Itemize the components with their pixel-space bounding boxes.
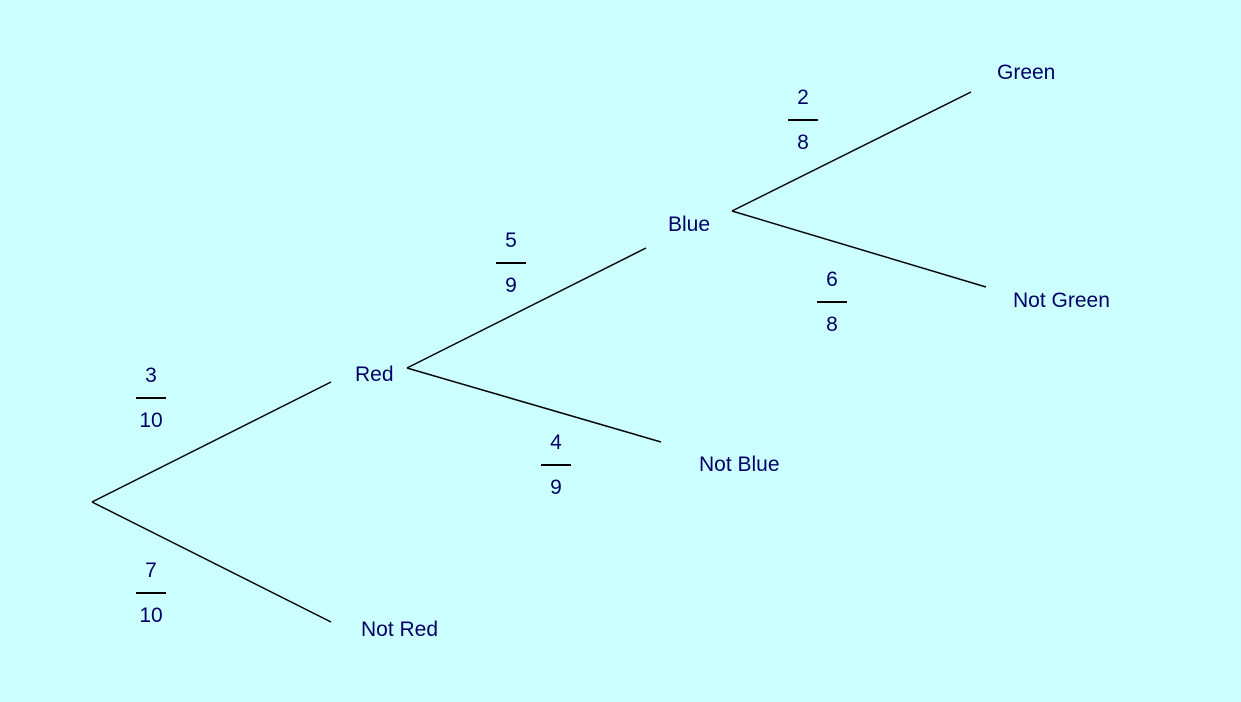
fraction-bar	[788, 119, 818, 121]
probability-not-red: 7 10	[136, 559, 166, 628]
node-not-blue: Not Blue	[699, 453, 780, 476]
probability-not-green-numerator: 6	[826, 268, 838, 291]
fraction-bar	[496, 262, 526, 264]
probability-not-green-denominator: 8	[826, 312, 838, 336]
node-not-green: Not Green	[1013, 289, 1110, 312]
node-not-red: Not Red	[361, 618, 439, 641]
branch-red-not-blue	[406, 367, 662, 443]
fraction-bar	[136, 592, 166, 594]
probability-not-blue: 4 9	[541, 431, 571, 500]
probability-green-numerator: 2	[797, 86, 809, 109]
probability-blue: 5 9	[496, 229, 526, 298]
probability-not-green: 6 8	[817, 268, 847, 337]
probability-not-blue-numerator: 4	[550, 431, 562, 454]
branch-start-red	[91, 381, 332, 503]
node-blue: Blue	[668, 213, 711, 236]
node-red: Red	[355, 363, 394, 386]
probability-not-red-numerator: 7	[145, 559, 157, 582]
probability-blue-numerator: 5	[505, 229, 517, 252]
fraction-bar	[136, 397, 166, 399]
branch-red-blue	[406, 247, 647, 369]
probability-green: 2 8	[788, 86, 818, 155]
probability-not-red-denominator: 10	[139, 603, 163, 627]
fraction-bar	[817, 301, 847, 303]
probability-red-denominator: 10	[139, 408, 163, 432]
probability-blue-denominator: 9	[505, 273, 517, 297]
branch-blue-not-green	[731, 210, 987, 288]
branch-start-not-red	[91, 501, 332, 623]
probability-not-blue-denominator: 9	[550, 475, 562, 499]
probability-red-numerator: 3	[145, 364, 157, 387]
probability-red: 3 10	[136, 364, 166, 433]
probability-green-denominator: 8	[797, 130, 809, 154]
node-green: Green	[997, 61, 1056, 84]
branch-blue-green	[731, 91, 972, 212]
fraction-bar	[541, 464, 571, 466]
